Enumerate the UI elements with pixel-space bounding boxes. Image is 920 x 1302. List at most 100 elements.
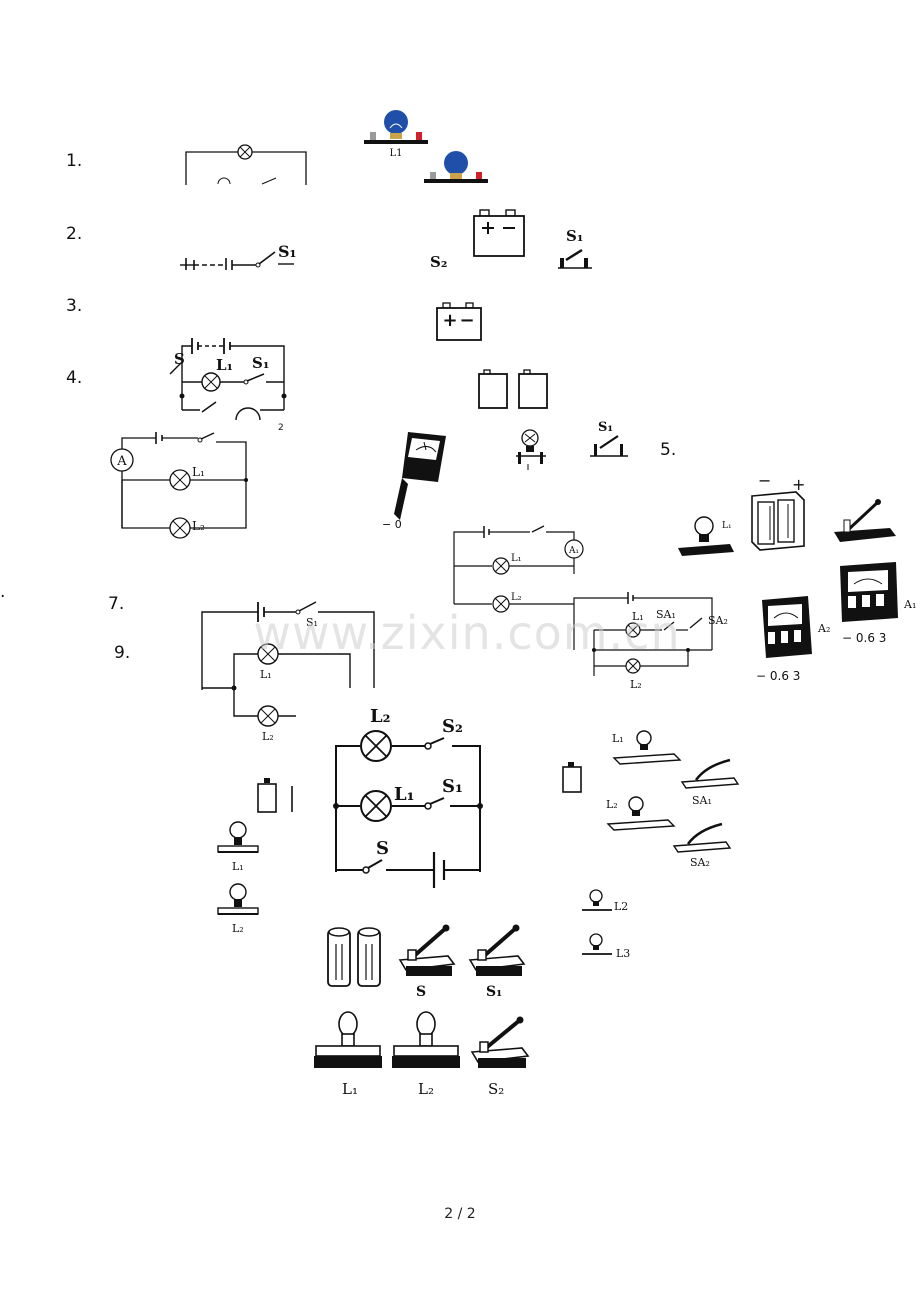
q2-switch-label-S1: S₁ [278,242,297,261]
q5b-label-L1: L₁ [511,553,522,564]
q5-label-L1: L₁ [192,465,205,479]
q2-battery [470,208,528,260]
q9b-bulb-L1-real: L₁ [608,726,684,770]
q5c-battery-plus: + [792,475,805,494]
q9d-switch-S2: S₂ [468,1012,532,1100]
q5b-label-L2: L₂ [511,592,522,603]
question-number-4: 4. [66,368,83,388]
q9d-switch-S1: S₁ [466,914,528,1004]
q9b-bulb-L2-real: L₂ [602,792,678,836]
q7b-label-L1: L₁ [632,610,644,623]
q5c-battery-minus: − [758,471,771,490]
q9b-label-SA2: SA₂ [690,856,710,869]
bulb-icon [229,883,247,901]
bulb-icon [229,821,247,839]
q9b-label-L2: L₂ [606,798,618,811]
q9d-bulb-L1: L₁ [310,1008,386,1100]
q5-circuit-schematic: A L₁ L₂ [106,430,254,539]
q4-label-L1: L₁ [216,356,233,374]
q5c-battery-real: − + [748,471,810,552]
q9d-label-S2: S₂ [488,1080,504,1098]
q9c-bulb-L2: L2 [578,886,634,916]
q1-circuit-schematic [180,140,315,185]
q7-label-L2: L₂ [262,730,274,743]
q9-label-L2: L₂ [370,706,391,727]
q9c-bulb-L3: L3 [580,930,636,962]
question-number-7: 7. [108,594,125,614]
q4-bulb-real [512,426,552,472]
q5c-scale-A2: − 0.6 3 [756,669,800,683]
q9d-label-L1: L₁ [342,1080,358,1098]
q4-fragment-label: 2 [278,423,284,433]
q9-bulb-L1-real: L₁ [214,818,264,874]
q9d-battery-cells [322,920,388,990]
q9-label-S: S [376,838,389,859]
q7b-label-SA2: SA₂ [708,614,728,627]
q9-label-S2: S₂ [442,716,463,737]
q5b-label-A1: A₁ [568,546,579,556]
q5-ammeter-label: A [116,454,127,469]
q4-ammeter-real: − 0 [378,428,458,531]
bulb-icon [628,796,644,812]
q9-bulb-L2-real: L₂ [214,880,264,936]
q9d-bulb-L2: L₂ [388,1008,464,1100]
q5c-switch-real [830,494,900,548]
q4-ammeter-scale: − 0 [382,518,402,531]
question-number-1: 1. [66,151,83,171]
q2-circuit-schematic: S₁ [178,240,303,270]
q2-real-switch-label-S1: S₁ [566,227,583,245]
q5c-label-A1: A₁ [903,598,916,611]
q1-bulb-2 [424,150,490,186]
q1-bulb-L1: L1 [364,108,430,160]
q4-label-S: S [174,350,185,368]
q9-battery-real [254,776,300,816]
q2-switch-S2-fragment: S₂ [428,250,458,272]
question-number-3: 3. [66,296,83,316]
bulb-icon [589,933,603,947]
question-number-5: 5. [660,440,677,460]
q7-label-S1: S₁ [306,616,318,629]
question-number-2: 2. [66,224,83,244]
q7-circuit-schematic: S₁ L₁ L₂ [196,592,378,743]
q9d-switch-S: S [396,914,458,1004]
q4-label-S1: S₁ [252,354,269,372]
q4-circuit-schematic: S L₁ S₁ 2 [160,334,290,433]
q5-label-L2: L₂ [192,519,205,533]
q3-battery-minus: − [459,310,474,331]
q9-circuit-schematic: L₂ S₂ L₁ S₁ S [330,700,490,888]
q5c-label-A2: A₂ [817,622,830,635]
bulb-icon [416,1011,436,1037]
q1-bulb-label: L1 [389,148,402,159]
q7b-circuit-schematic: L₁ SA₁ SA₂ L₂ [570,590,728,691]
bulb-icon [636,730,652,746]
q9d-label-S1: S₁ [486,984,502,1000]
q2-switch-label-S2: S₂ [430,253,447,271]
q5c-ammeter-A2: A₂ − 0.6 3 [754,594,844,683]
q9c-label-L2: L2 [614,900,628,913]
q9b-switch-SA1-real: SA₁ [680,756,740,808]
q4-real-switch-label-S1: S₁ [598,420,613,435]
q9b-switch-SA2-real: SA₂ [672,820,732,872]
q7-label-L1: L₁ [260,668,272,681]
q7b-label-L2: L₂ [630,678,642,691]
stray-mark: . [0,582,6,602]
question-number-9: 9. [114,643,131,663]
q9c-label-L3: L3 [616,947,630,960]
q9d-label-S: S [416,984,426,1000]
q9b-label-SA1: SA₁ [692,794,712,807]
q9b-label-L1: L₁ [612,732,624,745]
bulb-icon [338,1011,358,1037]
page-number: 2 / 2 [444,1206,476,1222]
q5c-bulb-L1-real: L₁ [672,512,738,560]
q9b-battery-real [560,760,588,794]
q5c-label-L1: L₁ [722,521,732,531]
q9d-label-L2: L₂ [418,1080,434,1098]
q3-battery: + − [434,302,484,344]
bulb-icon [694,516,714,536]
q9-real-label-L1: L₁ [232,860,244,873]
q4-battery-cells [476,368,550,412]
q5b-circuit-schematic: A₁ L₁ L₂ [448,518,588,613]
q5c-scale-A1: − 0.6 3 [842,631,886,645]
bulb-glass-icon [384,110,408,134]
